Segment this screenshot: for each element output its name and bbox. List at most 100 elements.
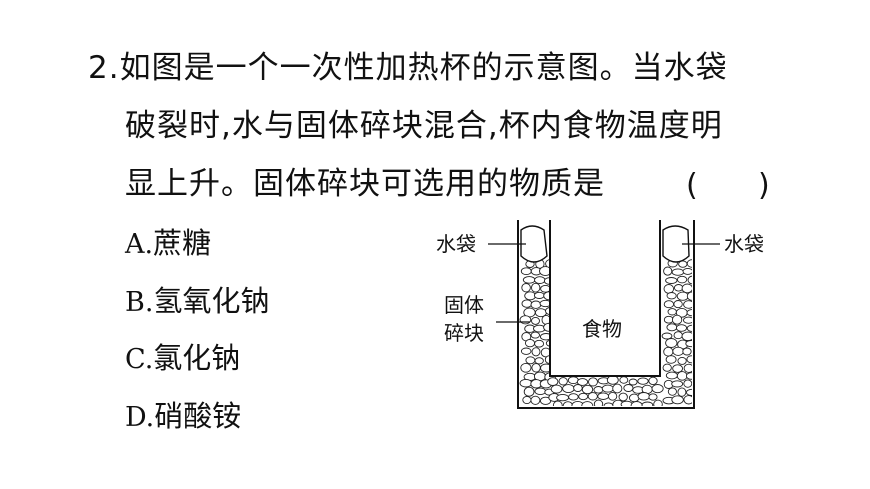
pebble	[531, 282, 541, 293]
solid-fragments	[519, 259, 692, 406]
pebble	[607, 391, 618, 401]
pebble	[581, 401, 594, 406]
pebble	[653, 399, 663, 406]
pebble	[531, 363, 541, 373]
pebble	[676, 291, 689, 301]
pebble	[534, 357, 544, 365]
pebble	[686, 324, 692, 332]
pebble	[531, 347, 541, 357]
pebble	[672, 346, 685, 356]
answer-bracket-close: )	[758, 168, 770, 203]
pebble	[672, 364, 683, 373]
pebble	[648, 393, 658, 401]
pebble	[552, 400, 563, 406]
pebble	[568, 393, 579, 401]
pebble	[534, 339, 545, 348]
pebble	[593, 386, 604, 394]
heating-cup-diagram: 水袋 水袋 固体 碎块 食物	[436, 220, 764, 409]
pebble	[666, 323, 678, 332]
pebble	[520, 362, 532, 373]
pebble	[576, 378, 589, 386]
pebble	[687, 275, 692, 285]
pebble	[587, 392, 598, 401]
pebble	[628, 393, 640, 403]
pebble	[523, 386, 535, 397]
pebble	[623, 384, 634, 392]
pebble	[601, 384, 614, 393]
label-solid-line2: 碎块	[444, 321, 484, 345]
pebble	[665, 371, 678, 380]
pebble	[685, 372, 692, 380]
pebble	[588, 377, 598, 387]
pebble	[530, 395, 541, 405]
pebble	[661, 332, 673, 340]
pebble	[686, 291, 692, 301]
water-bag-left	[520, 225, 548, 263]
pebble	[550, 384, 563, 394]
option-text: 氢氧化钠	[153, 284, 270, 318]
label-solid-line1: 固体	[444, 293, 484, 317]
pebble	[619, 376, 629, 384]
pebble	[651, 384, 664, 394]
pebble	[520, 267, 532, 276]
pebble	[519, 315, 532, 325]
option-letter: B.	[125, 287, 154, 318]
pebble	[593, 399, 604, 406]
pebble	[519, 378, 533, 388]
water-bag-right	[662, 225, 690, 263]
pebble	[578, 392, 589, 401]
pebble	[581, 384, 594, 395]
label-food: 食物	[582, 317, 622, 341]
pebble	[531, 316, 540, 325]
option-letter: A.	[125, 229, 154, 260]
pebble	[686, 259, 692, 268]
pebble	[683, 300, 692, 309]
pebble	[534, 387, 547, 396]
pebble	[682, 347, 692, 356]
pebble	[524, 338, 536, 348]
pebble	[520, 347, 532, 355]
pebble	[667, 387, 677, 396]
pebble	[597, 392, 610, 400]
pebble	[665, 277, 678, 284]
pebble	[677, 387, 687, 397]
pebble	[681, 283, 692, 294]
option-text: 蔗糖	[153, 226, 212, 260]
pebble	[562, 384, 575, 394]
pebble	[522, 395, 532, 405]
pebble	[618, 392, 628, 402]
pebble	[673, 284, 684, 292]
pebble	[525, 356, 536, 365]
pebble	[558, 377, 568, 386]
pebble	[683, 363, 692, 373]
pebble	[663, 284, 675, 294]
pebble	[676, 371, 688, 381]
pebble	[686, 309, 692, 317]
pebble	[667, 308, 677, 316]
option-b[interactable]: B.氢氧化钠	[125, 284, 269, 320]
pebble	[641, 401, 654, 406]
pebble	[685, 388, 692, 396]
label-water-bag-left: 水袋	[436, 232, 476, 256]
label-water-bag-right: 水袋	[724, 232, 764, 256]
pebble	[676, 275, 688, 284]
pebble	[620, 400, 633, 406]
pebble	[663, 266, 673, 276]
pebble	[663, 300, 675, 309]
pebble	[612, 383, 623, 394]
option-a[interactable]: A.蔗糖	[125, 226, 211, 262]
option-letter: D.	[125, 402, 155, 433]
pebble	[540, 284, 551, 293]
option-letter: C.	[125, 344, 154, 375]
cup-outer-wall	[517, 220, 695, 409]
pebble	[662, 363, 672, 372]
pebble	[648, 376, 658, 386]
pebble	[675, 324, 688, 332]
pebble	[530, 300, 542, 309]
pebble	[681, 331, 692, 342]
pebble	[683, 316, 692, 324]
pebble	[671, 268, 685, 276]
option-d[interactable]: D.硝酸铵	[125, 399, 241, 435]
pebble	[665, 355, 677, 364]
option-c[interactable]: C.氯化钠	[125, 341, 240, 377]
